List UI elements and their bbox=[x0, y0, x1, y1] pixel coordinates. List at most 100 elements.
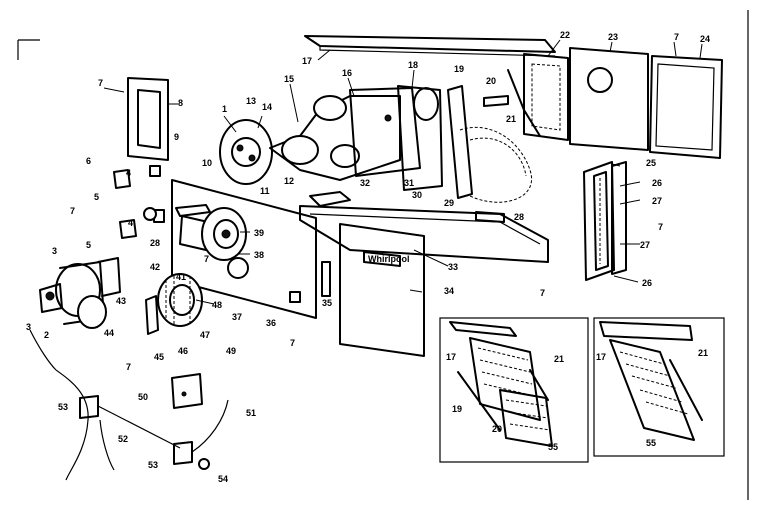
callout-13: 13 bbox=[246, 96, 256, 106]
callout-53b: 53 bbox=[148, 460, 158, 470]
callout-46: 46 bbox=[178, 346, 188, 356]
callout-20b: 20 bbox=[492, 424, 502, 434]
callout-19: 19 bbox=[454, 64, 464, 74]
callout-4b: 4 bbox=[128, 218, 133, 228]
door-frame bbox=[127, 77, 169, 161]
callout-20: 20 bbox=[486, 76, 496, 86]
heat-exchanger bbox=[219, 87, 421, 185]
callout-27b: 27 bbox=[640, 240, 650, 250]
callout-35: 35 bbox=[322, 298, 332, 308]
callout-6: 6 bbox=[86, 156, 91, 166]
callout-32: 32 bbox=[360, 178, 370, 188]
callout-21c: 21 bbox=[698, 348, 708, 358]
latch-35 bbox=[289, 261, 331, 303]
callout-7e: 7 bbox=[70, 206, 75, 216]
blower-wheel bbox=[145, 273, 203, 335]
wiring-harness bbox=[29, 329, 229, 481]
filter-rack-right bbox=[583, 161, 627, 281]
callout-4: 4 bbox=[126, 168, 131, 178]
callout-7c: 7 bbox=[658, 222, 663, 232]
callout-48: 48 bbox=[212, 300, 222, 310]
callout-16: 16 bbox=[342, 68, 352, 78]
callout-26b: 26 bbox=[642, 278, 652, 288]
callout-23: 23 bbox=[608, 32, 618, 42]
callout-44: 44 bbox=[104, 328, 114, 338]
callout-41: 41 bbox=[176, 272, 186, 282]
callout-24: 24 bbox=[700, 34, 710, 44]
page-border-left bbox=[17, 39, 40, 60]
callout-43: 43 bbox=[116, 296, 126, 306]
callout-8: 8 bbox=[178, 98, 183, 108]
callout-11: 11 bbox=[260, 186, 270, 196]
callout-19b: 19 bbox=[452, 404, 462, 414]
callout-2: 2 bbox=[44, 330, 49, 340]
filter-frame-22 bbox=[523, 53, 569, 141]
callout-52: 52 bbox=[118, 434, 128, 444]
callout-labels: 7 8 1 13 14 15 16 18 17 19 20 21 22 23 7… bbox=[26, 30, 710, 484]
callout-49: 49 bbox=[226, 346, 236, 356]
callout-15: 15 bbox=[284, 74, 294, 84]
callout-3b: 3 bbox=[26, 322, 31, 332]
fan-housing bbox=[201, 207, 247, 261]
filter-panel-23 bbox=[569, 47, 649, 151]
inset-a bbox=[439, 317, 589, 463]
callout-34: 34 bbox=[444, 286, 454, 296]
callout-5: 5 bbox=[94, 192, 99, 202]
callout-7g: 7 bbox=[290, 338, 295, 348]
callout-25: 25 bbox=[646, 158, 656, 168]
callout-7d: 7 bbox=[540, 288, 545, 298]
callout-17: 17 bbox=[302, 56, 312, 66]
top-panel bbox=[304, 35, 556, 57]
leader-lines bbox=[103, 39, 703, 305]
callout-21b: 21 bbox=[554, 354, 564, 364]
callout-7h: 7 bbox=[126, 362, 131, 372]
callout-17b: 17 bbox=[446, 352, 456, 362]
callout-55: 55 bbox=[548, 442, 558, 452]
callout-54: 54 bbox=[218, 474, 228, 484]
callout-39: 39 bbox=[254, 228, 264, 238]
callout-36: 36 bbox=[266, 318, 276, 328]
callout-27: 27 bbox=[652, 196, 662, 206]
bracket-left bbox=[113, 165, 165, 239]
callout-29: 29 bbox=[444, 198, 454, 208]
callout-3: 3 bbox=[52, 246, 57, 256]
callout-47: 47 bbox=[200, 330, 210, 340]
burner-fan bbox=[143, 204, 211, 221]
callout-1: 1 bbox=[222, 104, 227, 114]
casing bbox=[397, 85, 443, 191]
callout-51: 51 bbox=[246, 408, 256, 418]
callout-33: 33 bbox=[448, 262, 458, 272]
callout-37: 37 bbox=[232, 312, 242, 322]
callout-30: 30 bbox=[412, 190, 422, 200]
callout-42: 42 bbox=[150, 262, 160, 272]
filter-rod-21 bbox=[507, 69, 541, 137]
callout-45: 45 bbox=[154, 352, 164, 362]
callout-28: 28 bbox=[514, 212, 524, 222]
callout-50: 50 bbox=[138, 392, 148, 402]
side-panel bbox=[447, 85, 533, 203]
callout-7: 7 bbox=[98, 78, 103, 88]
callout-7b: 7 bbox=[674, 32, 679, 42]
inset-b bbox=[593, 317, 725, 457]
callout-26: 26 bbox=[652, 178, 662, 188]
callout-7f: 7 bbox=[204, 254, 209, 264]
callout-18: 18 bbox=[408, 60, 418, 70]
callout-10: 10 bbox=[202, 158, 212, 168]
access-panel: Whirlpool bbox=[339, 223, 425, 357]
callout-38: 38 bbox=[254, 250, 264, 260]
callout-28b: 28 bbox=[150, 238, 160, 248]
panel-label: Whirlpool bbox=[368, 254, 410, 264]
callout-31: 31 bbox=[404, 178, 414, 188]
callout-14: 14 bbox=[262, 102, 272, 112]
motor bbox=[39, 257, 121, 329]
callout-12: 12 bbox=[284, 176, 294, 186]
filter-panel-24 bbox=[649, 55, 723, 159]
callout-53: 53 bbox=[58, 402, 68, 412]
base-tray bbox=[299, 191, 549, 263]
callout-55b: 55 bbox=[646, 438, 656, 448]
callout-9: 9 bbox=[174, 132, 179, 142]
callout-17c: 17 bbox=[596, 352, 606, 362]
callout-22: 22 bbox=[560, 30, 570, 40]
callout-5b: 5 bbox=[86, 240, 91, 250]
